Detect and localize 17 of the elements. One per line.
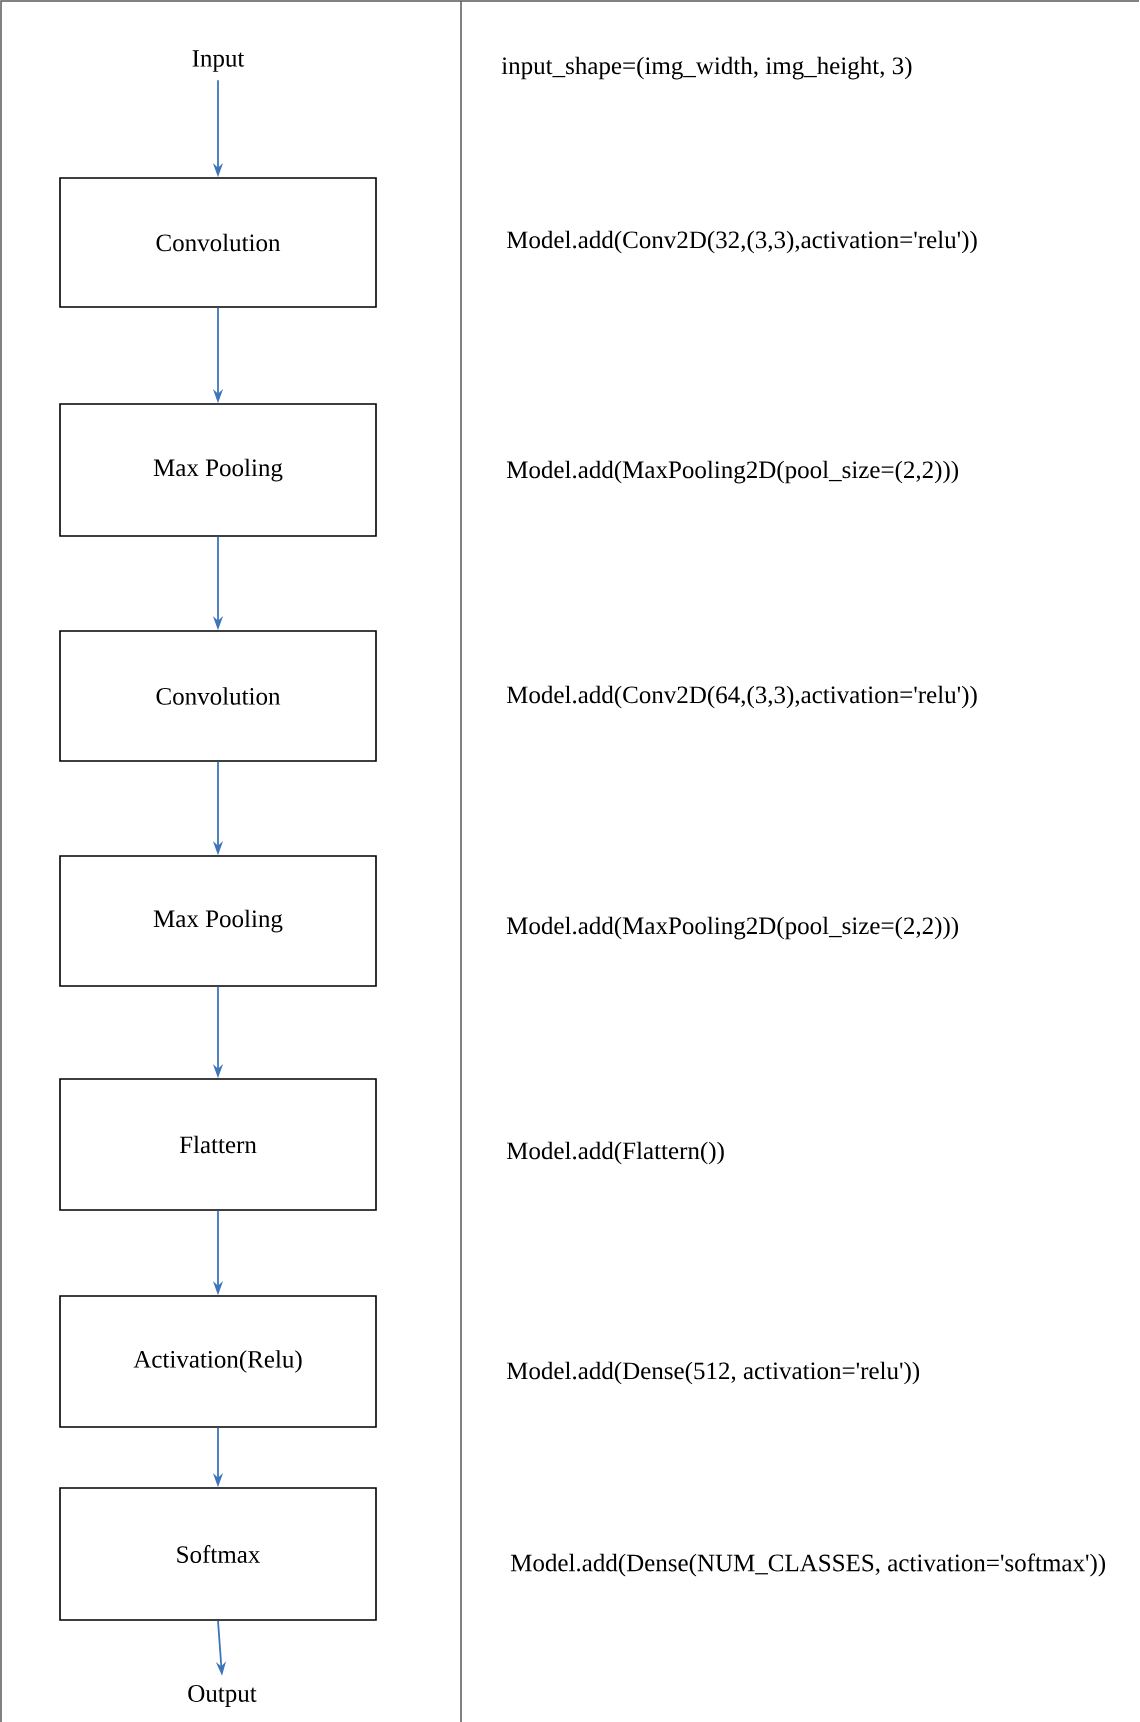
flow-label: Input	[192, 50, 245, 72]
code-line: Model.add(Flattern())	[506, 1141, 724, 1165]
code-line: Model.add(Dense(NUM_CLASSES, activation='softmax'))	[510, 1553, 1106, 1577]
layer-box: Convolution	[59, 177, 377, 308]
layer-box: Convolution	[59, 630, 377, 762]
code-line: Model.add(MaxPooling2D(pool_size=(2,2)))	[506, 460, 958, 484]
flow-label: Output	[188, 1685, 257, 1707]
layer-box: Max Pooling	[59, 855, 377, 987]
layer-box: Flattern	[59, 1078, 377, 1211]
code-line: Model.add(Conv2D(64,(3,3),activation='relu'))	[506, 685, 977, 709]
layer-box: Max Pooling	[59, 403, 377, 537]
code-line: input_shape=(img_width, img_height, 3)	[501, 56, 912, 80]
code-line: Model.add(MaxPooling2D(pool_size=(2,2)))	[506, 916, 958, 940]
layer-box: Softmax	[59, 1487, 377, 1621]
code-line: Model.add(Conv2D(32,(3,3),activation='relu'))	[506, 230, 977, 254]
code-line: Model.add(Dense(512, activation='relu'))	[506, 1361, 920, 1385]
layer-box: Activation(Relu)	[59, 1295, 377, 1428]
